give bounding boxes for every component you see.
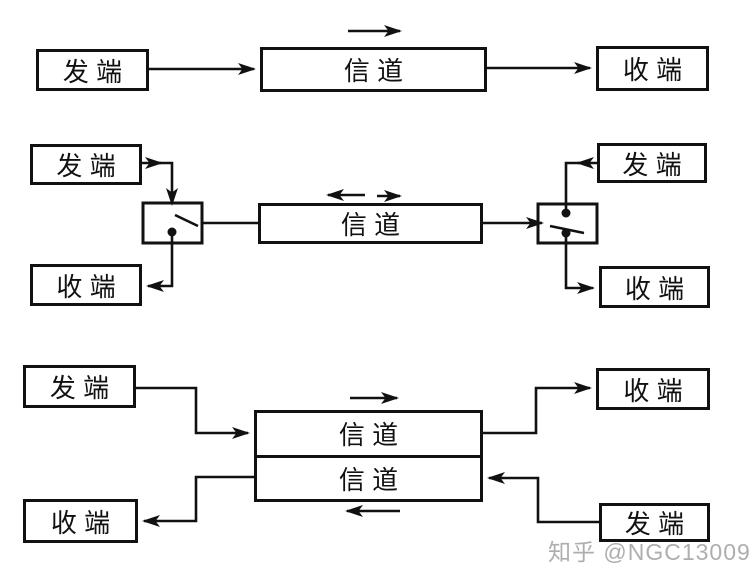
- halfduplex-receiver-left-label: 收端: [56, 272, 123, 302]
- fullduplex-sender-left-box: 发端: [23, 365, 136, 408]
- fullduplex-connectors: [136, 382, 599, 527]
- halfduplex-receiver-right-box: 收端: [599, 266, 710, 308]
- halfduplex-channel-label: 信道: [340, 211, 408, 240]
- simplex-channel-label: 信道: [343, 57, 411, 86]
- zhihu-watermark: 知乎 @NGC13009: [548, 539, 751, 565]
- fullduplex-receiver-left-label: 收端: [50, 508, 118, 538]
- halfduplex-right-down-line: [564, 161, 580, 209]
- halfduplex-sender-left-label: 发端: [56, 152, 123, 181]
- fullduplex-receiver-right-label: 收端: [623, 376, 690, 406]
- halfduplex-right-to-receiver-arrow: [564, 236, 595, 294]
- simplex-channel-box: 信道: [260, 47, 487, 92]
- fullduplex-sender-right-to-channel-arrow: [487, 472, 599, 524]
- fullduplex-dual-channel-box: 信道 信道: [254, 410, 483, 502]
- halfduplex-connectors: [141, 157, 599, 294]
- fullduplex-channel-forward-label: 信道: [338, 421, 406, 451]
- halfduplex-sender-right-box: 发端: [597, 143, 707, 183]
- halfduplex-channel-box: 信道: [258, 203, 483, 244]
- fullduplex-channel-backward-label: 信道: [257, 454, 480, 500]
- fullduplex-sender-right-box: 发端: [599, 503, 710, 542]
- simplex-receiver-box: 收端: [596, 46, 709, 91]
- halfduplex-left-switch-lever: [174, 213, 199, 228]
- halfduplex-left-to-receiver-arrow: [146, 236, 174, 292]
- fullduplex-receiver-right-box: 收端: [596, 368, 710, 410]
- simplex-sender-label: 发端: [62, 57, 130, 87]
- halfduplex-left-bottom-contact: [167, 227, 177, 237]
- fullduplex-sender-left-label: 发端: [49, 374, 117, 403]
- fullduplex-sender-right-label: 发端: [624, 510, 692, 539]
- fullduplex-receiver-left-box: 收端: [23, 499, 138, 543]
- halfduplex-sender-left-box: 发端: [30, 144, 142, 185]
- simplex-sender-box: 发端: [36, 49, 149, 91]
- halfduplex-receiver-left-box: 收端: [30, 264, 142, 306]
- halfduplex-sender-right-label: 发端: [622, 150, 689, 180]
- simplex-receiver-label: 收端: [622, 56, 690, 85]
- halfduplex-right-bottom-contact: [561, 228, 571, 238]
- fullduplex-channel-to-receiver-left-arrow: [142, 475, 254, 527]
- fullduplex-sender-left-to-channel-arrow: [136, 386, 250, 439]
- halfduplex-left-down-arrow: [159, 161, 178, 206]
- fullduplex-channel-to-receiver-right-arrow: [483, 382, 592, 435]
- simplex-connectors: [149, 25, 592, 75]
- halfduplex-right-top-contact: [561, 208, 571, 218]
- halfduplex-receiver-right-label: 收端: [624, 274, 692, 304]
